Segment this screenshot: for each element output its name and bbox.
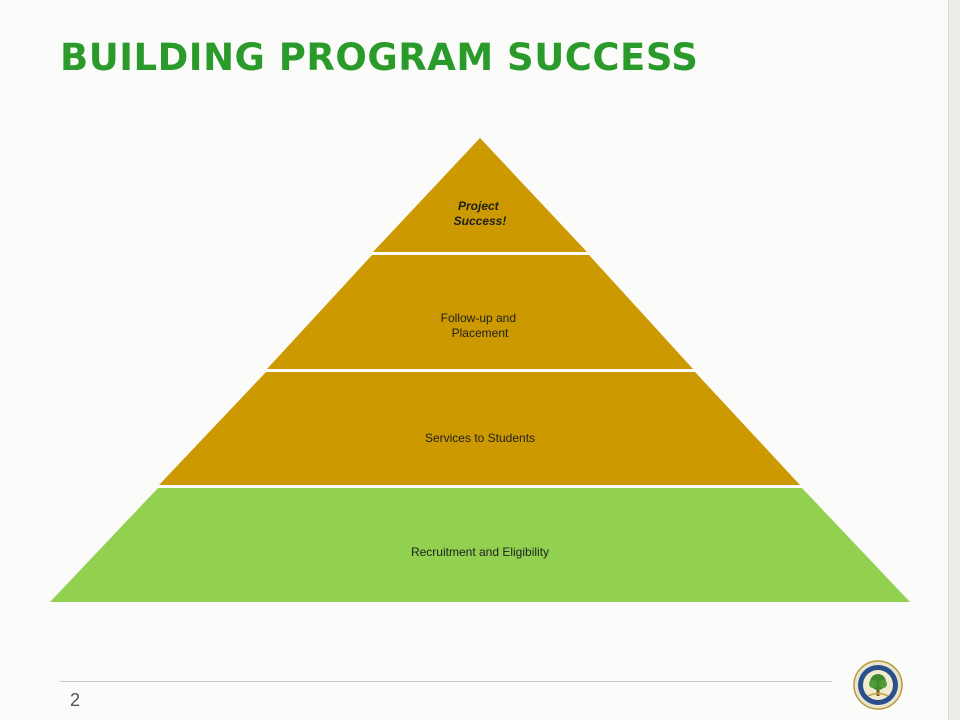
pyramid-level-1-label-line-1: Project: [458, 199, 500, 213]
pyramid-level-2-label: Follow-up and Placement: [441, 311, 520, 340]
pyramid-level-3-label: Services to Students: [425, 431, 535, 445]
pyramid-level-3: [159, 372, 800, 485]
page-number: 2: [70, 690, 81, 710]
pyramid-level-1: [373, 138, 587, 252]
footer-divider: [60, 681, 832, 682]
pyramid-level-2-label-line-2: Placement: [452, 326, 509, 340]
slide-edge: [948, 0, 960, 720]
pyramid-level-4: [50, 488, 910, 602]
slide-title: BUILDING PROGRAM SUCCESS: [60, 36, 699, 79]
pyramid-level-4-label: Recruitment and Eligibility: [411, 545, 549, 559]
pyramid-level-1-label-line-2: Success!: [454, 214, 507, 228]
department-seal-icon: [853, 660, 903, 710]
pyramid-level-1-label: Project Success!: [454, 199, 507, 228]
pyramid-level-2-label-line-1: Follow-up and: [441, 311, 516, 325]
pyramid-level-2: [267, 255, 693, 369]
